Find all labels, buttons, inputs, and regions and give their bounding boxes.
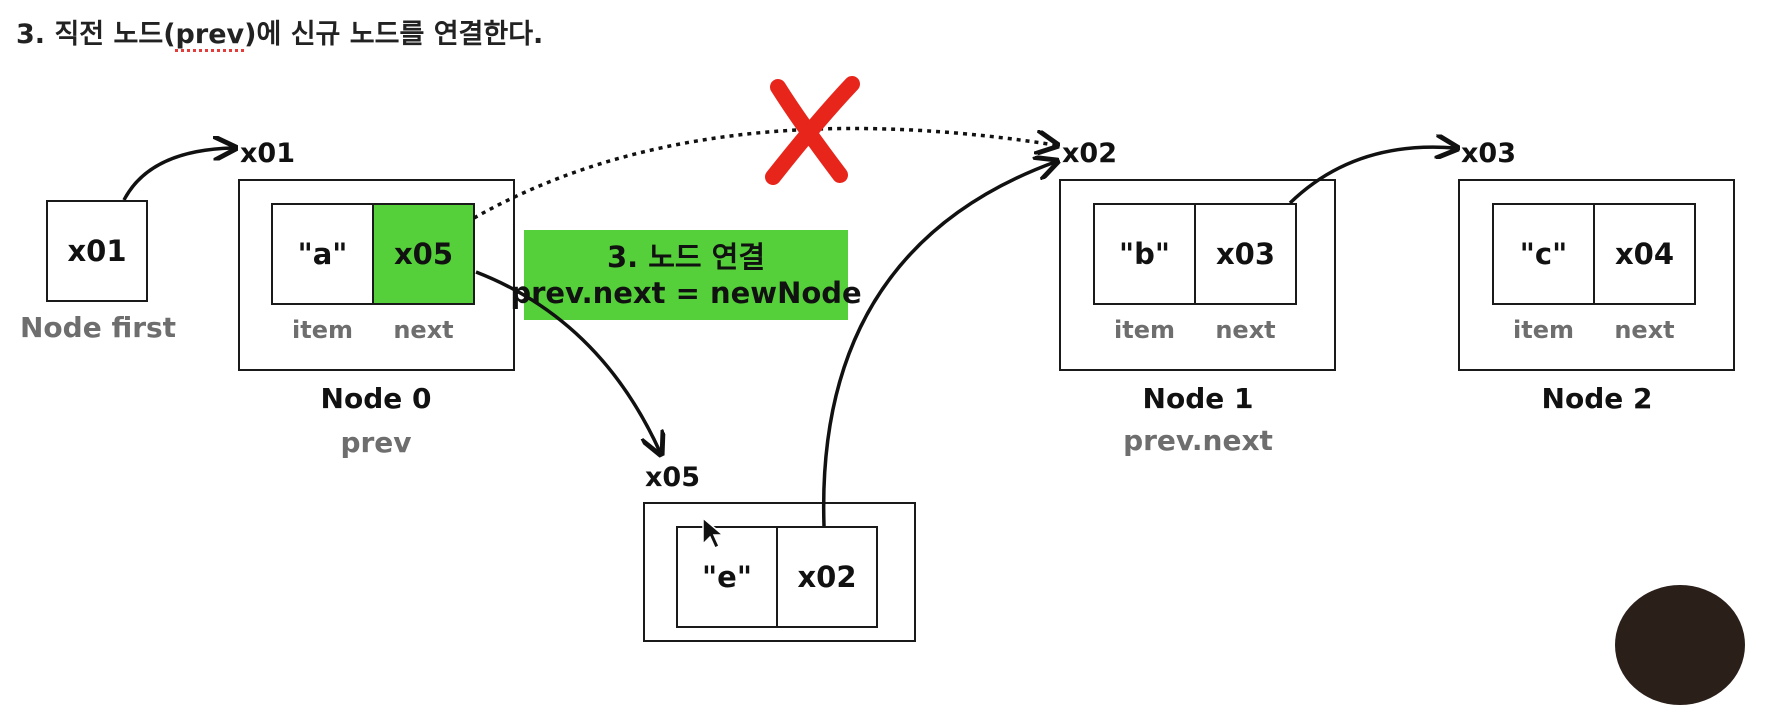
node0-role: prev — [340, 426, 412, 459]
node2-name: Node 2 — [1541, 382, 1653, 415]
node1-role: prev.next — [1123, 424, 1273, 457]
note-title: 3. 노드 연결 — [606, 239, 766, 274]
node2-next-cell: x04 — [1593, 203, 1696, 305]
title-suffix: )에 신규 노드를 연결한다. — [244, 19, 544, 50]
node0-next-label: next — [393, 316, 454, 344]
node0-item-label: item — [292, 316, 353, 344]
note-code: prev.next = newNode — [510, 276, 862, 310]
node1-item-label: item — [1114, 316, 1175, 344]
cross-icon — [765, 76, 860, 185]
arrow-node1-to-node2 — [1288, 147, 1455, 205]
linked-list-diagram: 3. 직전 노드(prev)에 신규 노드를 연결한다. x01 Node fi… — [16, 12, 1790, 705]
new-node-address: x05 — [645, 462, 700, 493]
node1-name: Node 1 — [1142, 382, 1254, 415]
node2-item-label: item — [1513, 316, 1574, 344]
node0-name: Node 0 — [320, 382, 432, 415]
arrow-first-to-node0 — [122, 148, 233, 201]
arrow-node0-to-new-node — [475, 270, 660, 452]
arrow-new-node-to-node1 — [821, 162, 1055, 527]
connect-note: 3. 노드 연결 prev.next = newNode — [510, 230, 862, 320]
title-prefix: 3. 직전 노드( — [16, 19, 176, 50]
mouse-cursor-icon — [702, 516, 726, 550]
arrows-layer — [122, 76, 1790, 550]
title-highlighted: prev — [175, 19, 245, 50]
node1-next-cell: x03 — [1194, 203, 1297, 305]
node1-next-label: next — [1215, 316, 1276, 344]
node0-address: x01 — [240, 138, 295, 169]
node2-next-label: next — [1614, 316, 1675, 344]
first-pointer-box: x01 — [46, 200, 148, 302]
presenter-avatar — [1615, 585, 1745, 705]
page-title: 3. 직전 노드(prev)에 신규 노드를 연결한다. — [16, 12, 543, 51]
new-node-next-cell: x02 — [776, 526, 878, 628]
node2-address: x03 — [1461, 138, 1516, 169]
first-pointer-label: Node first — [20, 311, 177, 344]
node1-address: x02 — [1062, 138, 1117, 169]
node0-next-cell: x05 — [372, 203, 475, 305]
arrow-old-node0-to-node1 — [473, 126, 1055, 220]
